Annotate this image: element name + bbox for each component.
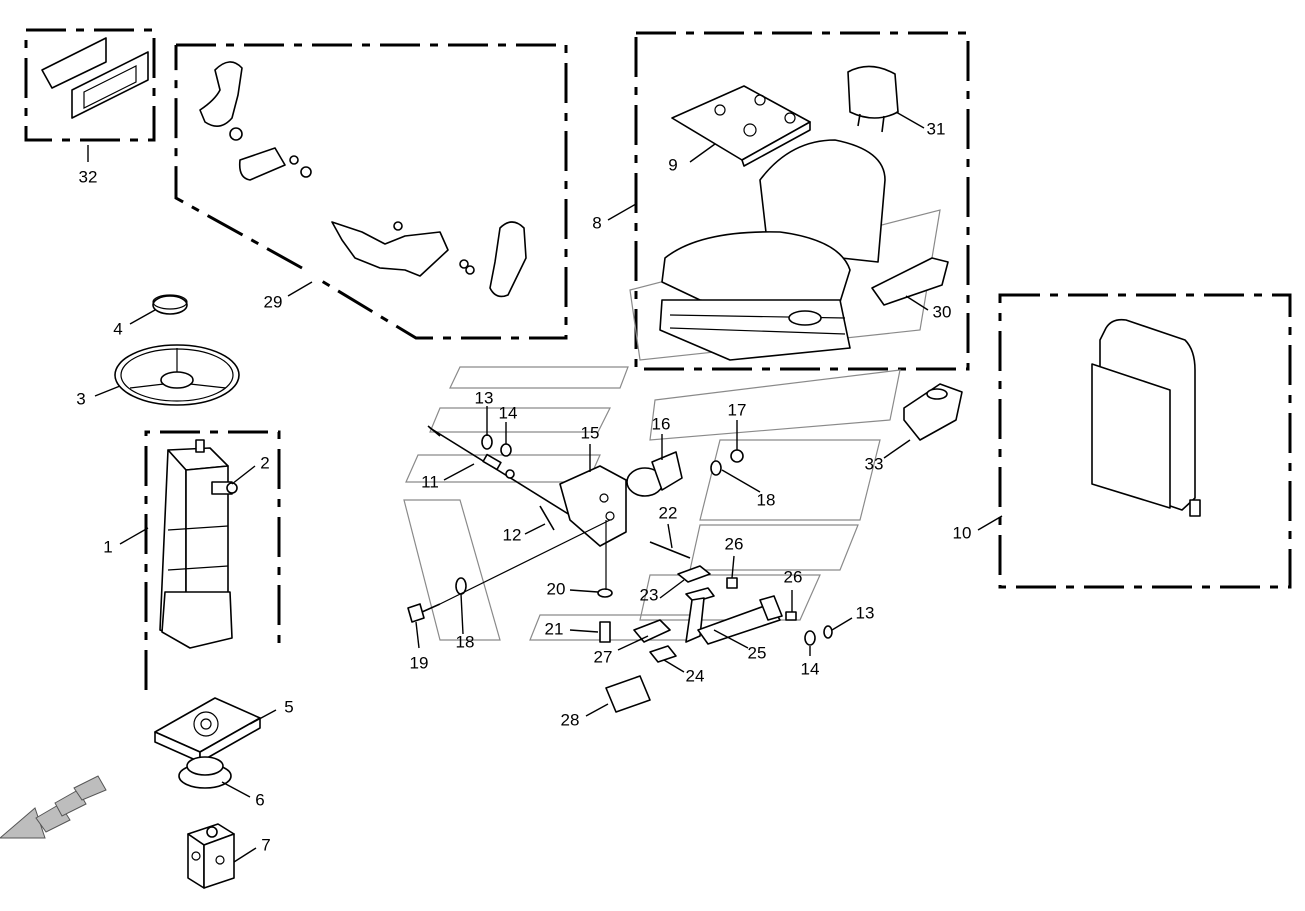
part-10-backrest-panel[interactable] <box>1091 318 1201 517</box>
part-21-screw[interactable] <box>599 621 611 643</box>
part-19-bolt[interactable] <box>407 603 441 623</box>
part-22-pin[interactable] <box>649 541 691 559</box>
label-part-18-a: 18 <box>757 490 776 509</box>
part-12-spring[interactable] <box>539 505 555 531</box>
label-part-15: 15 <box>581 423 600 442</box>
label-part-19: 19 <box>410 653 429 672</box>
label-part-26-a: 26 <box>725 534 744 553</box>
label-part-9: 9 <box>668 155 677 174</box>
part-8-operator-seat[interactable] <box>659 139 886 361</box>
part-23-slotted-plate[interactable] <box>677 565 711 583</box>
label-part-13-a: 13 <box>475 388 494 407</box>
part-6-flange[interactable] <box>178 756 232 789</box>
part-1-steering-column[interactable] <box>159 439 233 649</box>
label-part-18-b: 18 <box>456 632 475 651</box>
part-24-pad[interactable] <box>649 645 677 663</box>
label-part-14-b: 14 <box>801 659 820 678</box>
part-27-pad[interactable] <box>633 619 671 643</box>
part-2-knob[interactable] <box>211 481 238 495</box>
part-32-panel[interactable] <box>41 37 149 119</box>
part-11-cable[interactable] <box>427 425 579 521</box>
frame-part-32 <box>24 28 156 142</box>
part-7-hydraulic-unit[interactable] <box>187 823 235 889</box>
label-part-16: 16 <box>652 414 671 433</box>
part-30-armrest[interactable] <box>871 257 949 306</box>
frame-part-8 <box>634 31 970 371</box>
label-part-24: 24 <box>686 666 705 685</box>
label-part-20: 20 <box>547 579 566 598</box>
label-part-22: 22 <box>659 503 678 522</box>
label-part-12: 12 <box>503 525 522 544</box>
direction-arrow-icon <box>0 775 107 839</box>
part-29-armrest-kit[interactable] <box>199 61 527 298</box>
label-part-3: 3 <box>76 389 85 408</box>
linkage-rod <box>439 519 611 605</box>
label-part-17: 17 <box>728 400 747 419</box>
label-part-7: 7 <box>261 835 270 854</box>
frame-part-10 <box>998 293 1292 589</box>
part-9-seat-plate[interactable] <box>671 85 811 167</box>
label-part-23: 23 <box>640 585 659 604</box>
part-4-cap[interactable] <box>152 294 188 315</box>
part-15-bracket[interactable] <box>559 465 627 547</box>
part-16-valve[interactable] <box>626 451 683 497</box>
label-part-11: 11 <box>421 472 439 491</box>
label-part-27: 27 <box>594 647 613 666</box>
washers[interactable] <box>455 434 833 646</box>
part-28-block[interactable] <box>605 675 651 713</box>
label-part-21: 21 <box>545 619 564 638</box>
part-5-base-plate[interactable] <box>154 697 261 763</box>
frame-part-1 <box>144 430 281 690</box>
label-part-13-b: 13 <box>856 603 875 622</box>
label-part-4: 4 <box>113 319 122 338</box>
label-part-26-b: 26 <box>784 567 803 586</box>
part-33-cup-holder[interactable] <box>903 383 963 441</box>
label-part-30: 30 <box>933 302 952 321</box>
part-25-pedal[interactable] <box>685 587 783 645</box>
part-3-steering-wheel[interactable] <box>114 344 240 406</box>
label-part-10: 10 <box>953 523 972 542</box>
label-part-5: 5 <box>284 697 293 716</box>
label-part-28: 28 <box>561 710 580 729</box>
group-frames <box>24 28 1292 690</box>
label-part-25: 25 <box>748 643 767 662</box>
leader-lines <box>87 111 1003 863</box>
label-part-6: 6 <box>255 790 264 809</box>
label-part-14-a: 14 <box>499 403 518 422</box>
label-part-31: 31 <box>927 119 946 138</box>
frame-part-29-lower <box>174 45 303 270</box>
label-part-33: 33 <box>865 454 884 473</box>
frame-part-29 <box>176 43 568 340</box>
part-31-headrest[interactable] <box>847 65 899 133</box>
label-part-32: 32 <box>79 167 98 186</box>
label-part-1: 1 <box>103 537 112 556</box>
label-part-2: 2 <box>260 453 269 472</box>
part-number-labels: 1 2 3 4 5 6 7 8 9 10 11 12 13 13 14 14 1… <box>76 119 971 854</box>
label-part-8: 8 <box>592 213 601 232</box>
label-part-29: 29 <box>264 292 283 311</box>
